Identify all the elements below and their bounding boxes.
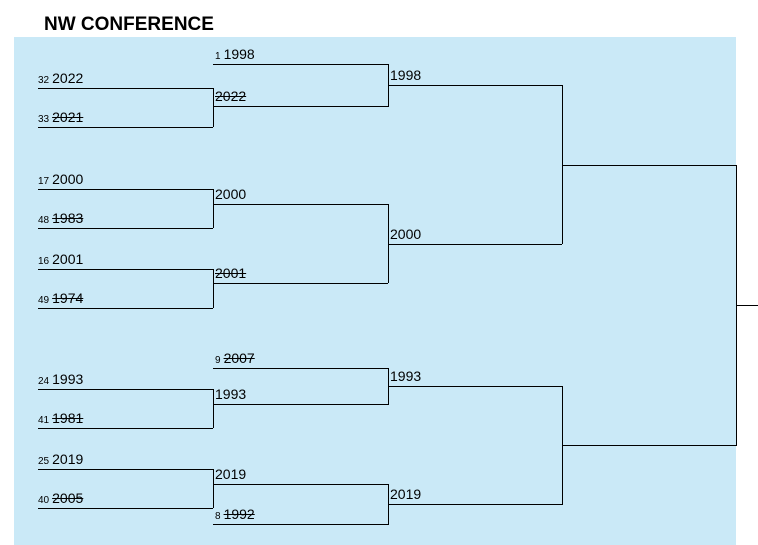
year-label: 2005: [52, 490, 84, 506]
bracket-line: [388, 244, 562, 245]
seed-number: 9: [215, 355, 221, 366]
bracket-line: [213, 64, 388, 65]
semifinalist-entry: 2000: [390, 227, 421, 242]
bracket-line: [562, 85, 563, 244]
year-label: 1998: [390, 67, 422, 83]
year-label: 1993: [390, 368, 422, 384]
bracket-line: [38, 88, 213, 89]
bracket-line: [213, 269, 214, 308]
year-label: 2019: [52, 451, 84, 467]
seed-number: 1: [215, 51, 221, 62]
bracket-line: [213, 189, 214, 228]
bracket-line: [213, 88, 214, 127]
bracket-line: [38, 389, 213, 390]
year-label: 1974: [52, 290, 84, 306]
year-label: 2000: [390, 226, 422, 242]
bracket-entry: 2022: [215, 89, 246, 104]
bracket-line: [38, 127, 213, 128]
seed-number: 41: [38, 415, 50, 426]
year-label: 1993: [52, 371, 84, 387]
bracket-line: [38, 308, 213, 309]
bracket-line: [38, 189, 213, 190]
seed-number: 25: [38, 456, 50, 467]
semifinalist-entry: 2019: [390, 487, 421, 502]
bracket-line: [213, 389, 214, 428]
bracket-line: [388, 85, 562, 86]
bracket-line: [388, 504, 562, 505]
bracket-panel: [14, 37, 736, 545]
bracket-line: [38, 269, 213, 270]
year-label: 1981: [52, 410, 84, 426]
seed-number: 49: [38, 295, 50, 306]
year-label: 2000: [52, 171, 84, 187]
bracket-line: [38, 508, 213, 509]
bracket-line: [388, 204, 389, 283]
semifinalist-entry: 1998: [390, 68, 421, 83]
bracket-line: [562, 445, 736, 446]
bracket-line: [213, 204, 388, 205]
bracket-entry: 2019: [215, 467, 246, 482]
seed-number: 32: [38, 75, 50, 86]
bracket-line: [213, 283, 388, 284]
bracket-line: [38, 228, 213, 229]
year-label: 1983: [52, 210, 84, 226]
bracket-line: [388, 386, 562, 387]
semifinalist-entry: 1993: [390, 369, 421, 384]
bracket-line: [38, 469, 213, 470]
seed-number: 48: [38, 215, 50, 226]
bracket-line: [213, 524, 388, 525]
year-label: 2000: [215, 186, 247, 202]
year-label: 2019: [390, 486, 422, 502]
year-label: 2022: [215, 88, 247, 104]
conference-title: NW CONFERENCE: [44, 14, 214, 35]
bracket-entry: 2001: [215, 266, 246, 281]
seed-number: 40: [38, 495, 50, 506]
bracket-line: [213, 106, 388, 107]
bracket-line: [38, 428, 213, 429]
year-label: 2022: [52, 70, 84, 86]
year-label: 2021: [52, 109, 84, 125]
seed-number: 8: [215, 511, 221, 522]
seed-number: 16: [38, 256, 50, 267]
bracket-entry: 2000: [215, 187, 246, 202]
year-label: 2019: [215, 466, 247, 482]
bracket-line: [213, 404, 388, 405]
bracket-line: [213, 368, 388, 369]
seed-number: 24: [38, 376, 50, 387]
bracket-line: [213, 484, 388, 485]
bracket-entry: 1993: [215, 387, 246, 402]
bracket-line: [562, 165, 736, 166]
year-label: 1992: [223, 506, 255, 522]
final-advance-line: [736, 305, 758, 306]
year-label: 1993: [215, 386, 247, 402]
seed-number: 17: [38, 176, 50, 187]
year-label: 2007: [223, 350, 255, 366]
year-label: 2001: [215, 265, 247, 281]
bracket-line: [213, 469, 214, 508]
year-label: 1998: [223, 46, 255, 62]
year-label: 2001: [52, 251, 84, 267]
seed-number: 33: [38, 114, 50, 125]
